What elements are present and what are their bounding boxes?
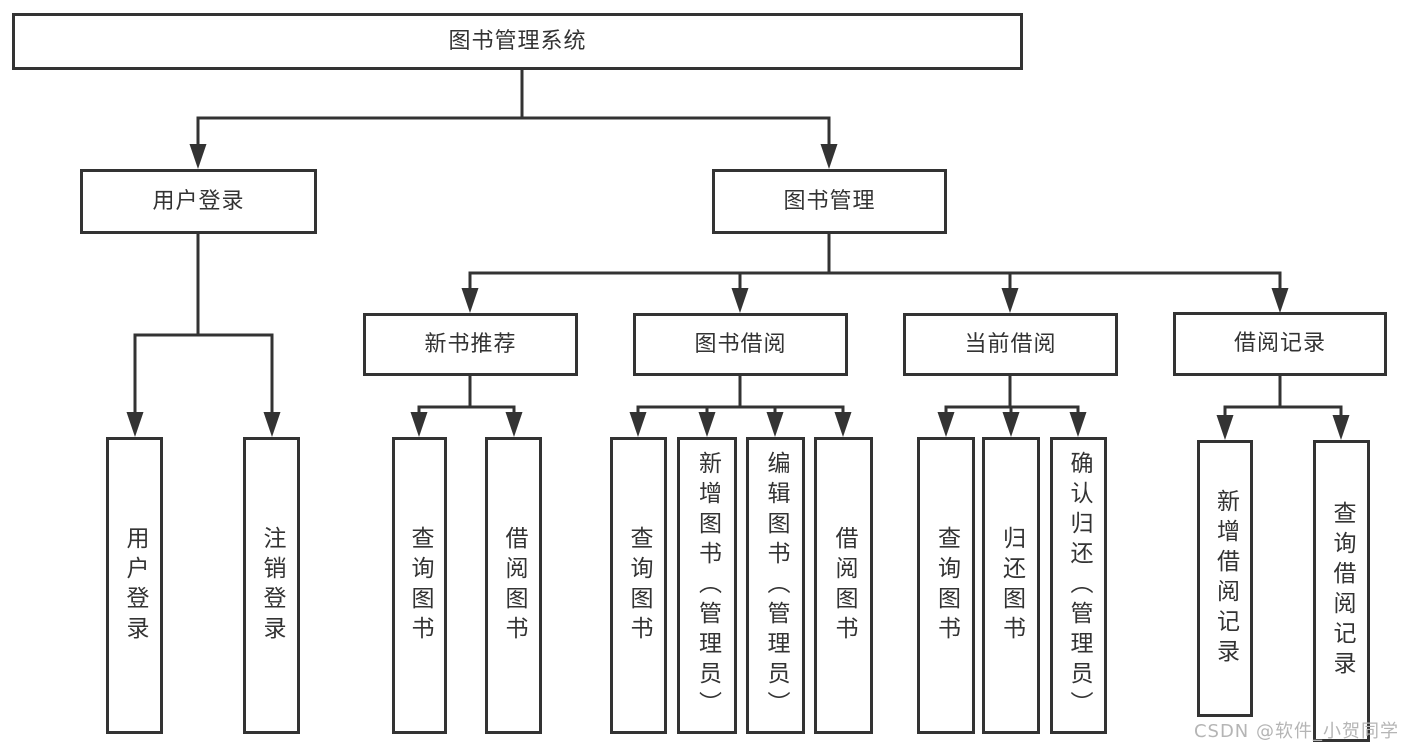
- node-label-borrowing-records: 借阅记录: [1233, 331, 1326, 356]
- node-leaf-query-books-a: 查询图书: [392, 437, 447, 734]
- arrow-down-icon: [834, 412, 852, 437]
- node-label-leaf-add-record: 新增借阅记录: [1212, 488, 1239, 669]
- arrow-down-icon: [766, 412, 784, 437]
- arrow-down-icon: [629, 412, 647, 437]
- arrow-down-icon: [1069, 412, 1087, 437]
- node-leaf-edit-books-admin: 编辑图书（管理员）: [746, 437, 805, 734]
- node-label-book-borrowing: 图书借阅: [694, 331, 787, 357]
- arrow-down-icon: [820, 144, 838, 169]
- arrow-down-icon: [698, 412, 716, 437]
- node-leaf-user-login: 用户登录: [106, 437, 163, 734]
- arrow-down-icon: [937, 412, 955, 437]
- node-label-leaf-edit-books-admin: 编辑图书（管理员）: [763, 450, 789, 721]
- connector-edge-book-borrowing: [629, 376, 852, 437]
- node-leaf-query-books-c: 查询图书: [917, 437, 975, 734]
- connector-edge-book-management: [461, 234, 1289, 313]
- node-label-leaf-add-books-admin: 新增图书（管理员）: [694, 450, 721, 721]
- node-leaf-query-books-b: 查询图书: [610, 437, 667, 734]
- connector-edge-borrowing-records: [1216, 376, 1350, 440]
- connector-edge-root: [189, 70, 838, 169]
- arrow-down-icon: [126, 412, 144, 437]
- watermark: CSDN @软件_小贺同学: [1193, 721, 1399, 742]
- arrow-down-icon: [1002, 412, 1020, 437]
- arrow-down-icon: [1216, 415, 1234, 440]
- node-leaf-add-books-admin: 新增图书（管理员）: [677, 437, 737, 734]
- node-new-book-recommend: 新书推荐: [363, 313, 578, 376]
- arrow-down-icon: [189, 144, 207, 169]
- arrow-down-icon: [1271, 288, 1289, 313]
- arrow-down-icon: [1332, 415, 1350, 440]
- node-user-login: 用户登录: [80, 169, 317, 234]
- node-label-user-login: 用户登录: [152, 188, 245, 214]
- arrow-down-icon: [1001, 288, 1019, 313]
- node-label-book-management: 图书管理: [783, 188, 876, 214]
- node-leaf-borrow-books-b: 借阅图书: [814, 437, 873, 734]
- arrow-down-icon: [410, 412, 428, 437]
- node-label-leaf-logout: 注销登录: [259, 525, 285, 646]
- node-label-leaf-user-login: 用户登录: [122, 525, 148, 646]
- arrow-down-icon: [505, 412, 523, 437]
- node-label-new-book-recommend: 新书推荐: [424, 331, 517, 357]
- node-leaf-add-record: 新增借阅记录: [1197, 440, 1253, 717]
- node-book-borrowing: 图书借阅: [633, 313, 848, 376]
- node-label-root: 图书管理系统: [448, 28, 587, 54]
- node-label-leaf-return-books: 归还图书: [998, 525, 1025, 646]
- node-label-leaf-borrow-books-b: 借阅图书: [831, 525, 857, 646]
- node-root: 图书管理系统: [12, 13, 1023, 70]
- connector-edge-current-borrowing: [937, 376, 1087, 437]
- node-label-leaf-query-books-c: 查询图书: [933, 525, 960, 646]
- node-label-leaf-query-record: 查询借阅记录: [1329, 501, 1355, 681]
- arrow-down-icon: [731, 288, 749, 313]
- node-leaf-query-record: 查询借阅记录: [1313, 440, 1370, 742]
- node-leaf-logout: 注销登录: [243, 437, 300, 734]
- node-leaf-return-books: 归还图书: [982, 437, 1040, 734]
- connector-edge-user-login: [126, 234, 281, 437]
- node-label-leaf-query-books-a: 查询图书: [407, 525, 433, 646]
- node-book-management: 图书管理: [712, 169, 947, 234]
- node-borrowing-records: 借阅记录: [1173, 312, 1387, 376]
- node-label-leaf-borrow-books-a: 借阅图书: [501, 525, 527, 646]
- node-leaf-confirm-return: 确认归还（管理员）: [1050, 437, 1107, 734]
- connector-edge-new-book-recommend: [410, 376, 523, 437]
- node-label-leaf-confirm-return: 确认归还（管理员）: [1066, 450, 1092, 721]
- node-leaf-borrow-books-a: 借阅图书: [485, 437, 542, 734]
- node-current-borrowing: 当前借阅: [903, 313, 1118, 376]
- arrow-down-icon: [461, 288, 479, 313]
- arrow-down-icon: [263, 412, 281, 437]
- node-label-current-borrowing: 当前借阅: [964, 331, 1057, 357]
- node-label-leaf-query-books-b: 查询图书: [626, 525, 652, 646]
